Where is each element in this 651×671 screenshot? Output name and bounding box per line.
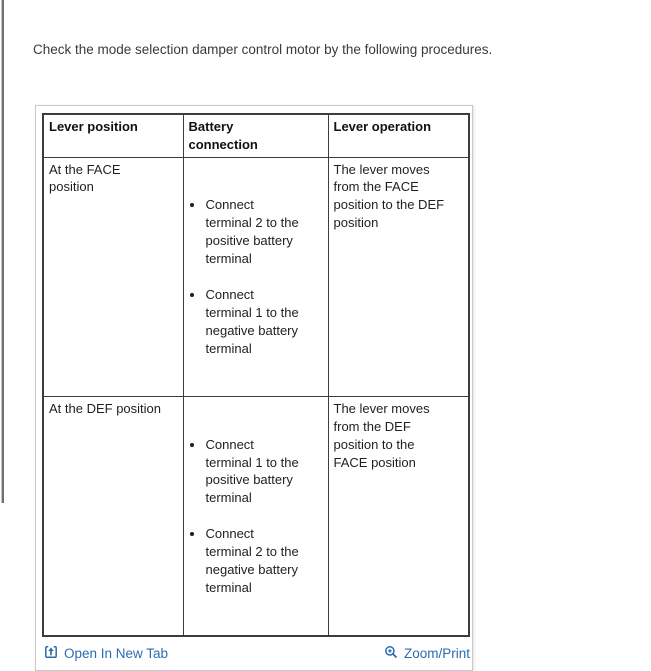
table-widget: Lever position Battery connection Lever … bbox=[35, 105, 473, 671]
cell-lever-operation: The lever moves from the FACE position t… bbox=[327, 156, 470, 397]
open-in-new-tab-link[interactable]: Open In New Tab bbox=[44, 645, 168, 662]
damper-motor-procedure-table: Lever position Battery connection Lever … bbox=[42, 113, 470, 637]
open-in-new-tab-icon bbox=[44, 645, 58, 662]
cell-lever-position: At the DEF position bbox=[42, 395, 184, 637]
zoom-print-link[interactable]: Zoom/Print bbox=[384, 645, 470, 662]
battery-connection-list: Connect terminal 1 to the positive batte… bbox=[189, 418, 324, 615]
list-item: Connect terminal 2 to the positive batte… bbox=[205, 196, 324, 268]
panel-divider bbox=[0, 0, 5, 503]
zoom-in-plus-icon bbox=[384, 645, 398, 662]
widget-footer: Open In New Tab Zoom/Print bbox=[42, 637, 471, 670]
list-item: Connect terminal 2 to the negative batte… bbox=[205, 525, 324, 597]
cell-battery-connection: Connect terminal 1 to the positive batte… bbox=[182, 395, 329, 637]
intro-text: Check the mode selection damper control … bbox=[33, 41, 493, 57]
zoom-print-label: Zoom/Print bbox=[403, 645, 470, 661]
cell-battery-connection: Connect terminal 2 to the positive batte… bbox=[182, 156, 329, 397]
battery-connection-list: Connect terminal 2 to the positive batte… bbox=[189, 178, 324, 375]
list-item: Connect terminal 1 to the positive batte… bbox=[205, 436, 324, 508]
column-header-lever-position: Lever position bbox=[42, 113, 184, 158]
list-item: Connect terminal 1 to the negative batte… bbox=[205, 286, 324, 358]
table-row: At the DEF position Connect terminal 1 t… bbox=[42, 395, 470, 637]
table-row: At the FACE position Connect terminal 2 … bbox=[42, 156, 470, 397]
column-header-battery-connection: Battery connection bbox=[182, 113, 329, 158]
open-in-new-tab-label: Open In New Tab bbox=[64, 645, 169, 661]
cell-lever-position: At the FACE position bbox=[42, 156, 184, 397]
column-header-lever-operation: Lever operation bbox=[327, 113, 470, 158]
cell-lever-operation: The lever moves from the DEF position to… bbox=[327, 395, 470, 637]
